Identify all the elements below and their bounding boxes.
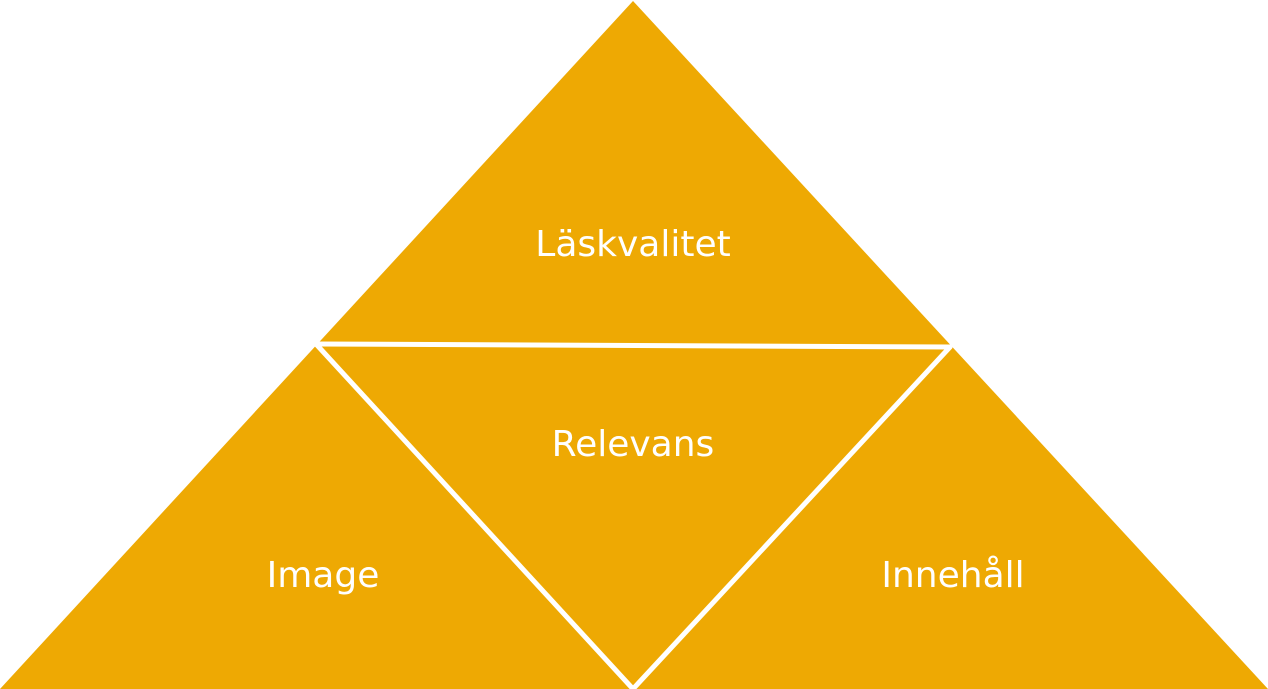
divider-horizontal <box>313 341 953 350</box>
label-right-triangle: Innehåll <box>881 555 1024 596</box>
label-top-triangle: Läskvalitet <box>535 224 730 265</box>
divider-left-diagonal <box>313 341 636 689</box>
label-left-triangle: Image <box>267 555 380 596</box>
divider-right-diagonal <box>630 344 953 689</box>
label-center-triangle: Relevans <box>552 424 715 465</box>
